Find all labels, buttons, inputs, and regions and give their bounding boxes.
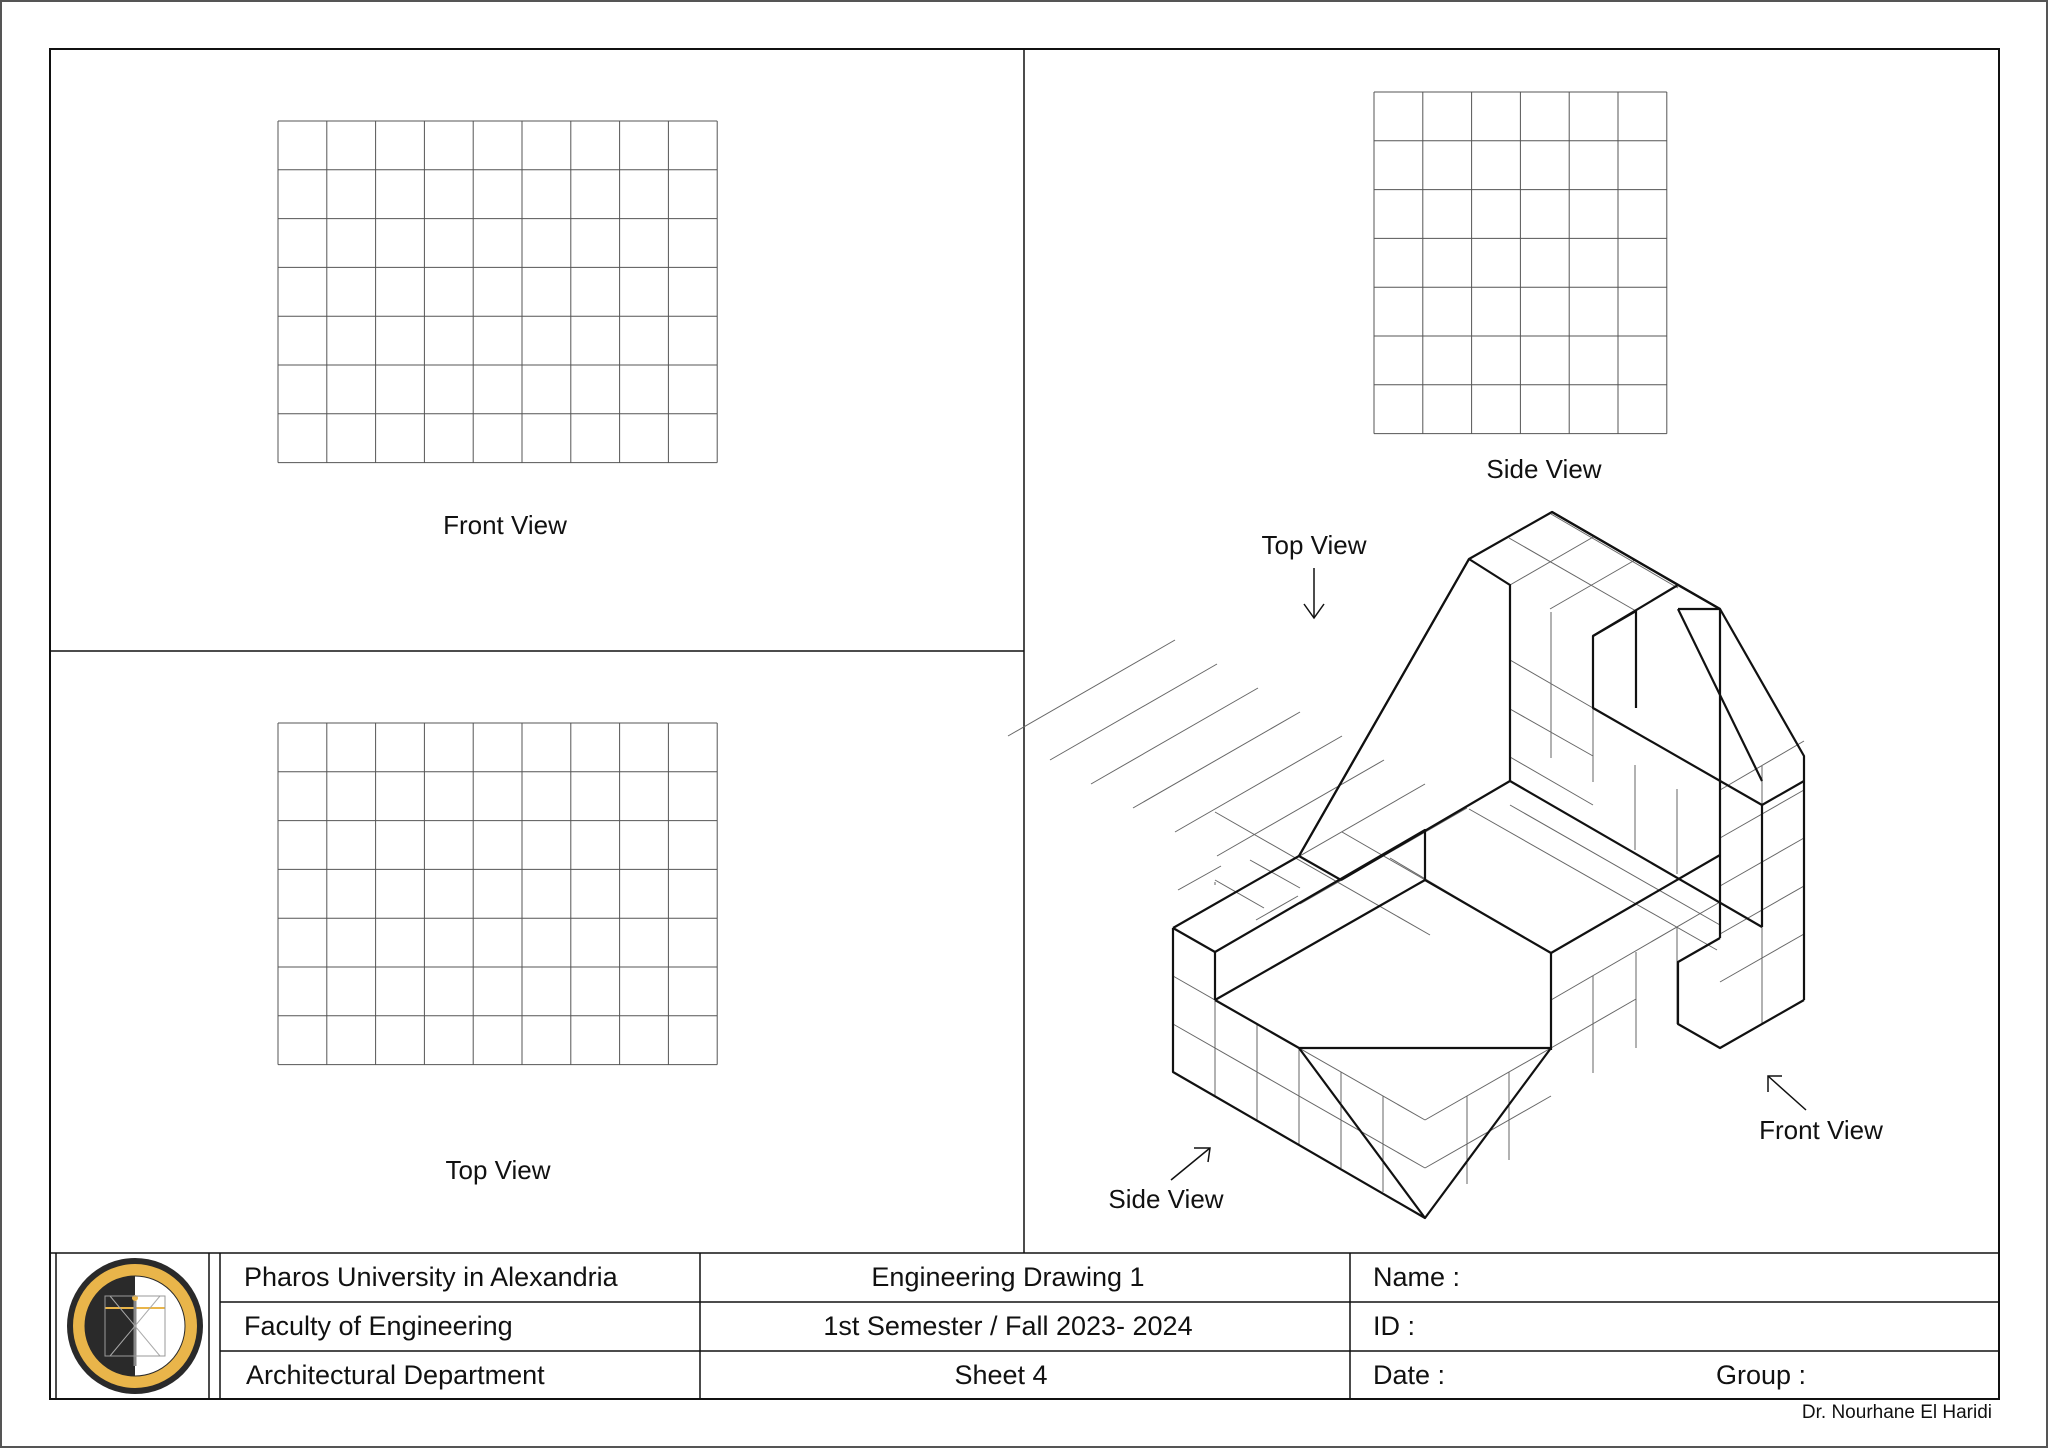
side-view-arrow <box>1170 1147 1211 1181</box>
isometric-object <box>1007 510 1807 1220</box>
top-view-label: Top View <box>445 1155 551 1185</box>
course-name: Engineering Drawing 1 <box>871 1262 1145 1292</box>
iso-front-view-label: Front View <box>1759 1115 1883 1145</box>
side-view-label: Side View <box>1486 454 1602 484</box>
side-view-grid <box>1373 91 1668 435</box>
front-view-arrow <box>1767 1075 1807 1111</box>
front-view-grid <box>277 120 718 464</box>
arrows <box>1170 568 1807 1181</box>
date-field-label: Date : <box>1373 1360 1446 1390</box>
sheet-number: Sheet 4 <box>954 1360 1048 1390</box>
name-field-label: Name : <box>1373 1262 1461 1292</box>
author-credit: Dr. Nourhane El Haridi <box>1801 1402 1992 1423</box>
group-field-label: Group : <box>1716 1360 1807 1390</box>
iso-top-view-label: Top View <box>1261 530 1367 560</box>
semester: 1st Semester / Fall 2023- 2024 <box>823 1311 1193 1341</box>
department-name: Architectural Department <box>246 1360 545 1390</box>
iso-side-view-label: Side View <box>1108 1184 1224 1214</box>
isometric-outline <box>1171 510 1806 1220</box>
top-view-grid <box>277 722 718 1066</box>
faculty-name: Faculty of Engineering <box>244 1311 513 1341</box>
id-field-label: ID : <box>1373 1311 1416 1341</box>
title-block <box>50 1252 1999 1399</box>
isometric-face-grid <box>1007 513 1805 1192</box>
front-view-label: Front View <box>443 510 567 540</box>
pua-logo <box>67 1258 203 1394</box>
university-name: Pharos University in Alexandria <box>244 1262 618 1292</box>
